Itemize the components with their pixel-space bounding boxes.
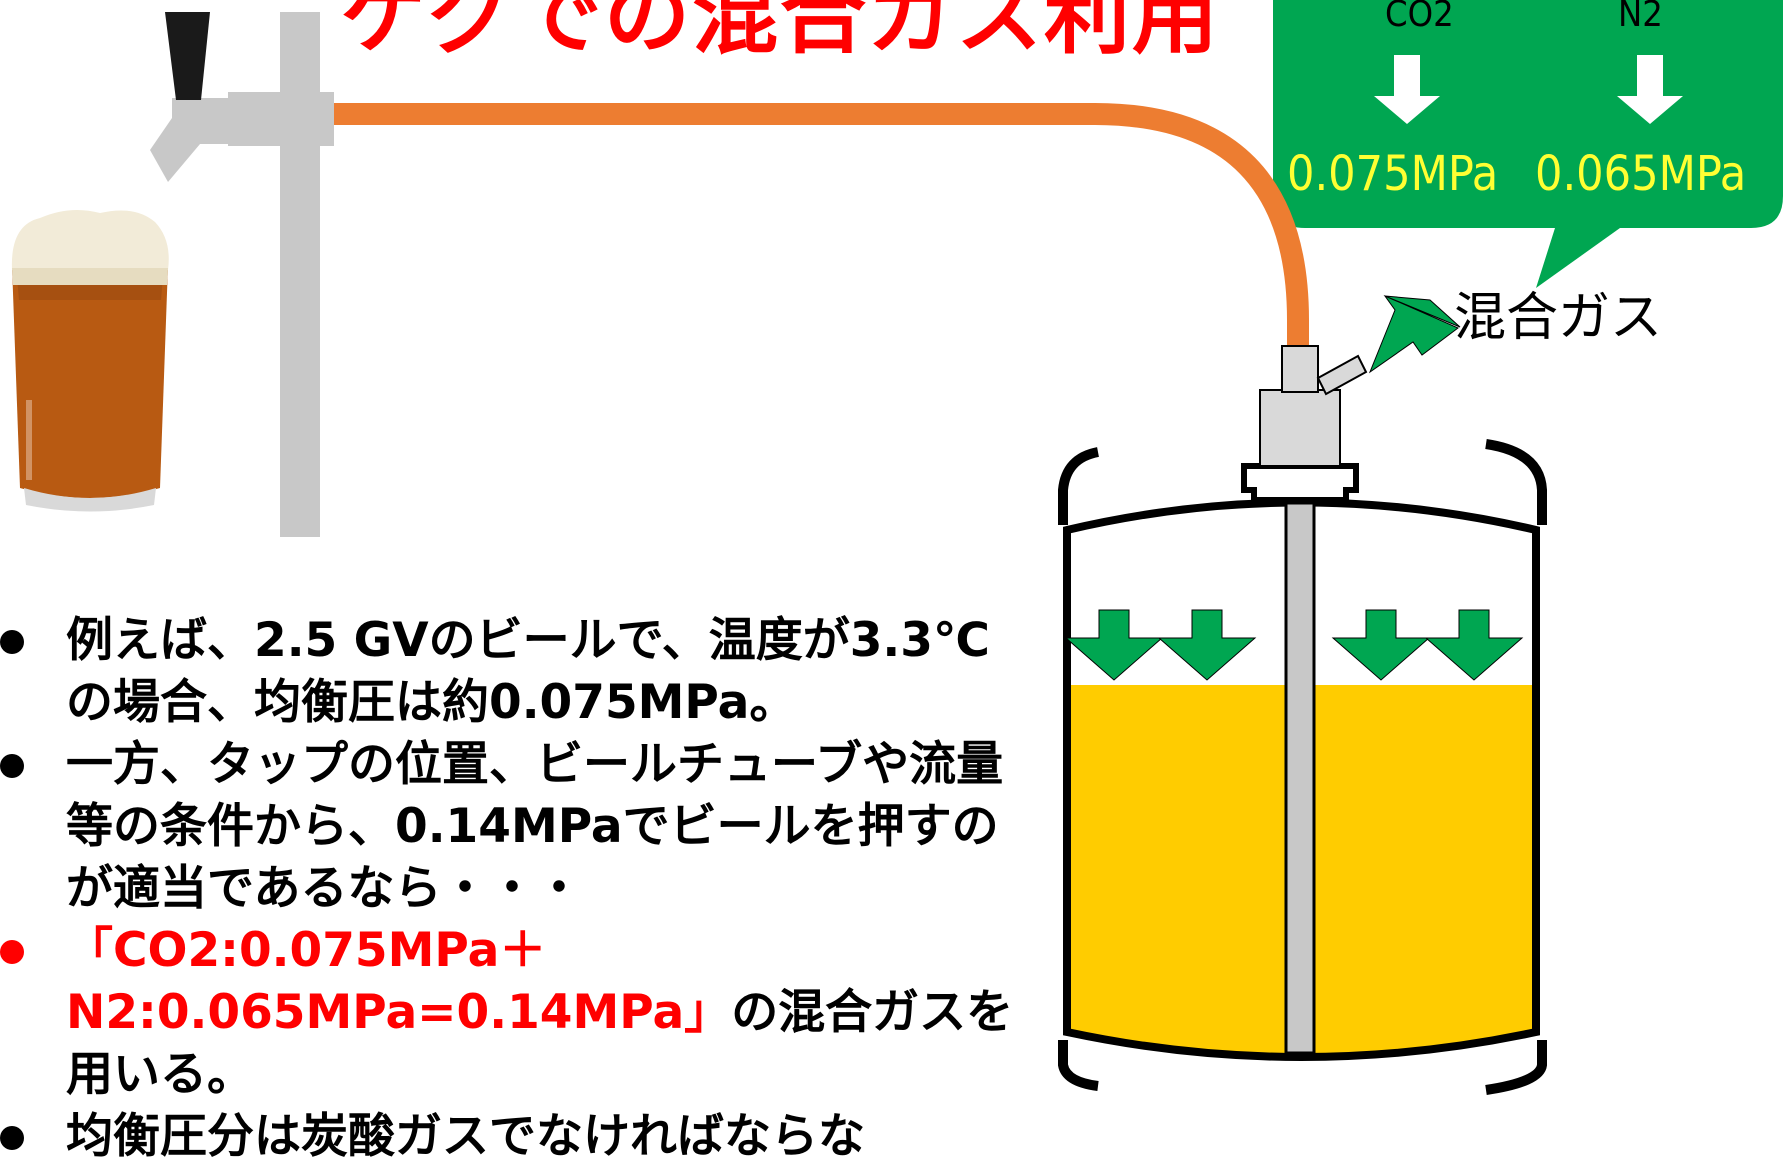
bullet-text: の混合ガスを用いる。	[66, 985, 1014, 1102]
down-arrow-icon	[1617, 55, 1683, 124]
down-arrow-icon	[1157, 609, 1257, 681]
bullet-item: 例えば、2.5 GVのビールで、温度が3.3℃の場合、均衡圧は約0.075MPa…	[0, 610, 1020, 734]
bullet-item: 一方、タップの位置、ビールチューブや流量等の条件から、0.14MPaでビールを押…	[0, 734, 1020, 920]
bullet-text: 均衡圧分は炭酸ガスでなければならな	[66, 1109, 865, 1164]
bullet-text: 一方、タップの位置、ビールチューブや流量等の条件から、0.14MPaでビールを押…	[66, 737, 1004, 916]
n2-pressure: 0.065MPa	[1535, 146, 1747, 202]
beer-glass-icon	[11, 209, 169, 512]
down-arrow-icon	[1424, 609, 1524, 681]
pressure-arrows	[1064, 609, 1524, 681]
gas-bubble	[1273, 0, 1783, 288]
mixed-gas-label: 混合ガス	[1454, 288, 1663, 348]
beer-hose	[330, 103, 1309, 355]
keg-icon	[1058, 345, 1547, 1095]
bullet-item: 「CO2:0.075MPa＋N2:0.065MPa=0.14MPa」の混合ガスを…	[0, 920, 1020, 1106]
co2-pressure: 0.075MPa	[1287, 146, 1499, 202]
bullet-dot	[0, 940, 24, 964]
n2-label: N2	[1618, 0, 1663, 35]
tap-handle-icon	[165, 12, 210, 100]
co2-label: CO2	[1385, 0, 1454, 35]
bullet-text-highlight: 「CO2:0.075MPa＋N2:0.065MPa=0.14MPa」	[66, 923, 732, 1040]
down-arrow-icon	[1374, 55, 1440, 124]
bullet-item: 均衡圧分は炭酸ガスでなければならな	[0, 1106, 1020, 1168]
bullet-list: 例えば、2.5 GVのビールで、温度が3.3℃の場合、均衡圧は約0.075MPa…	[0, 610, 1020, 1168]
bullet-dot	[0, 630, 24, 654]
gas-inlet-arrow-icon	[1368, 294, 1461, 374]
tap-tower	[150, 12, 334, 537]
down-arrow-icon	[1064, 609, 1164, 681]
keg-mixed-gas-diagram	[11, 0, 1783, 1095]
page-title: ケグでの混合ガス利用	[340, 0, 1220, 66]
down-arrow-icon	[1331, 609, 1431, 681]
bullet-dot	[0, 1126, 24, 1150]
bullet-text: 例えば、2.5 GVのビールで、温度が3.3℃の場合、均衡圧は約0.075MPa…	[66, 613, 990, 730]
bullet-dot	[0, 754, 24, 778]
